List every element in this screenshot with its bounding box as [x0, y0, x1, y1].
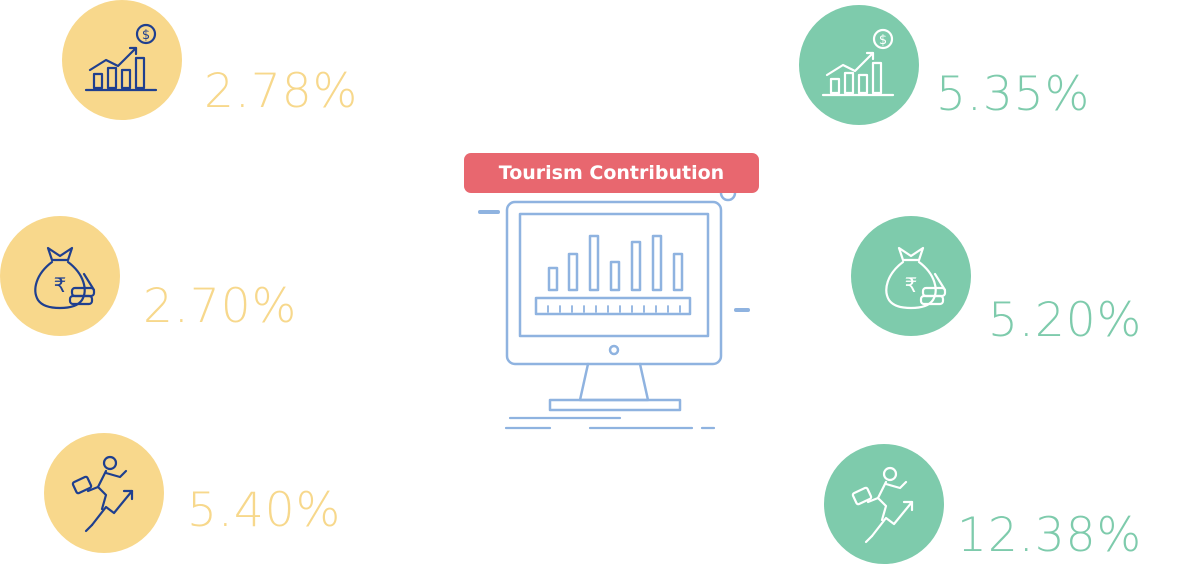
- svg-text:$: $: [142, 28, 150, 43]
- right-circle-1: $: [799, 5, 919, 125]
- businessman-climbing-arrow-icon: [851, 466, 914, 544]
- right-value-3: 12.38%: [957, 508, 1143, 563]
- left-circle-1: $: [62, 0, 182, 120]
- left-circle-2: ₹: [0, 216, 120, 336]
- right-circle-2: ₹: [851, 216, 971, 336]
- svg-text:$: $: [879, 33, 887, 48]
- growth-chart-dollar-icon: $: [821, 28, 895, 97]
- svg-text:₹: ₹: [905, 273, 918, 297]
- left-circle-3: [44, 433, 164, 553]
- left-value-3: 5.40%: [187, 483, 342, 538]
- tourism-contribution-title: Tourism Contribution: [464, 153, 759, 193]
- left-value-1: 2.78%: [204, 64, 359, 119]
- right-value-1: 5.35%: [936, 67, 1091, 122]
- right-value-2: 5.20%: [988, 293, 1143, 348]
- left-value-2: 2.70%: [143, 279, 298, 334]
- monitor-bar-chart-icon: [478, 184, 750, 430]
- right-circle-3: [824, 444, 944, 564]
- rupee-money-bag-icon: ₹: [34, 246, 96, 310]
- businessman-climbing-arrow-icon: [71, 455, 134, 533]
- rupee-money-bag-icon: ₹: [885, 246, 947, 310]
- svg-text:₹: ₹: [54, 273, 67, 297]
- growth-chart-dollar-icon: $: [84, 23, 158, 92]
